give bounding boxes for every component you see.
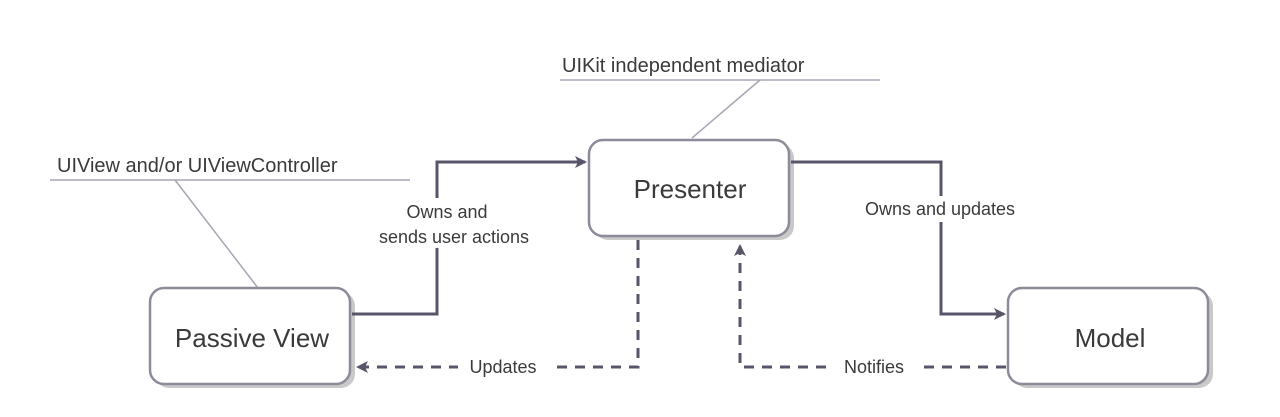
- model-label: Model: [1075, 323, 1146, 353]
- edge-label-updates: Updates: [469, 357, 536, 377]
- callout-view: [50, 179, 410, 289]
- edge-label-owns-and: Owns and: [406, 202, 487, 222]
- edge-model-to-presenter: [734, 244, 1006, 369]
- node-passive-view: Passive View: [148, 286, 355, 388]
- annotation-view: UIView and/or UIViewController: [57, 155, 338, 177]
- annotation-presenter: UIKit independent mediator: [562, 55, 805, 77]
- label-bg-updates: [458, 354, 550, 380]
- edge-label-notifies: Notifies: [844, 357, 904, 377]
- presenter-label: Presenter: [634, 174, 747, 204]
- callout-presenter: [560, 79, 880, 139]
- label-bg-notifies: [832, 354, 918, 380]
- label-bg-owns-sends: [370, 198, 520, 248]
- edge-presenter-to-model: [791, 160, 1006, 320]
- edge-label-sends-user-actions: sends user actions: [379, 227, 529, 247]
- node-model: Model: [1006, 286, 1213, 388]
- label-bg-owns-updates: [846, 196, 1036, 222]
- edge-presenter-to-view: [356, 240, 640, 373]
- edge-label-owns-and-updates: Owns and updates: [865, 199, 1015, 219]
- node-presenter: Presenter: [587, 138, 794, 240]
- passive-view-label: Passive View: [175, 323, 329, 353]
